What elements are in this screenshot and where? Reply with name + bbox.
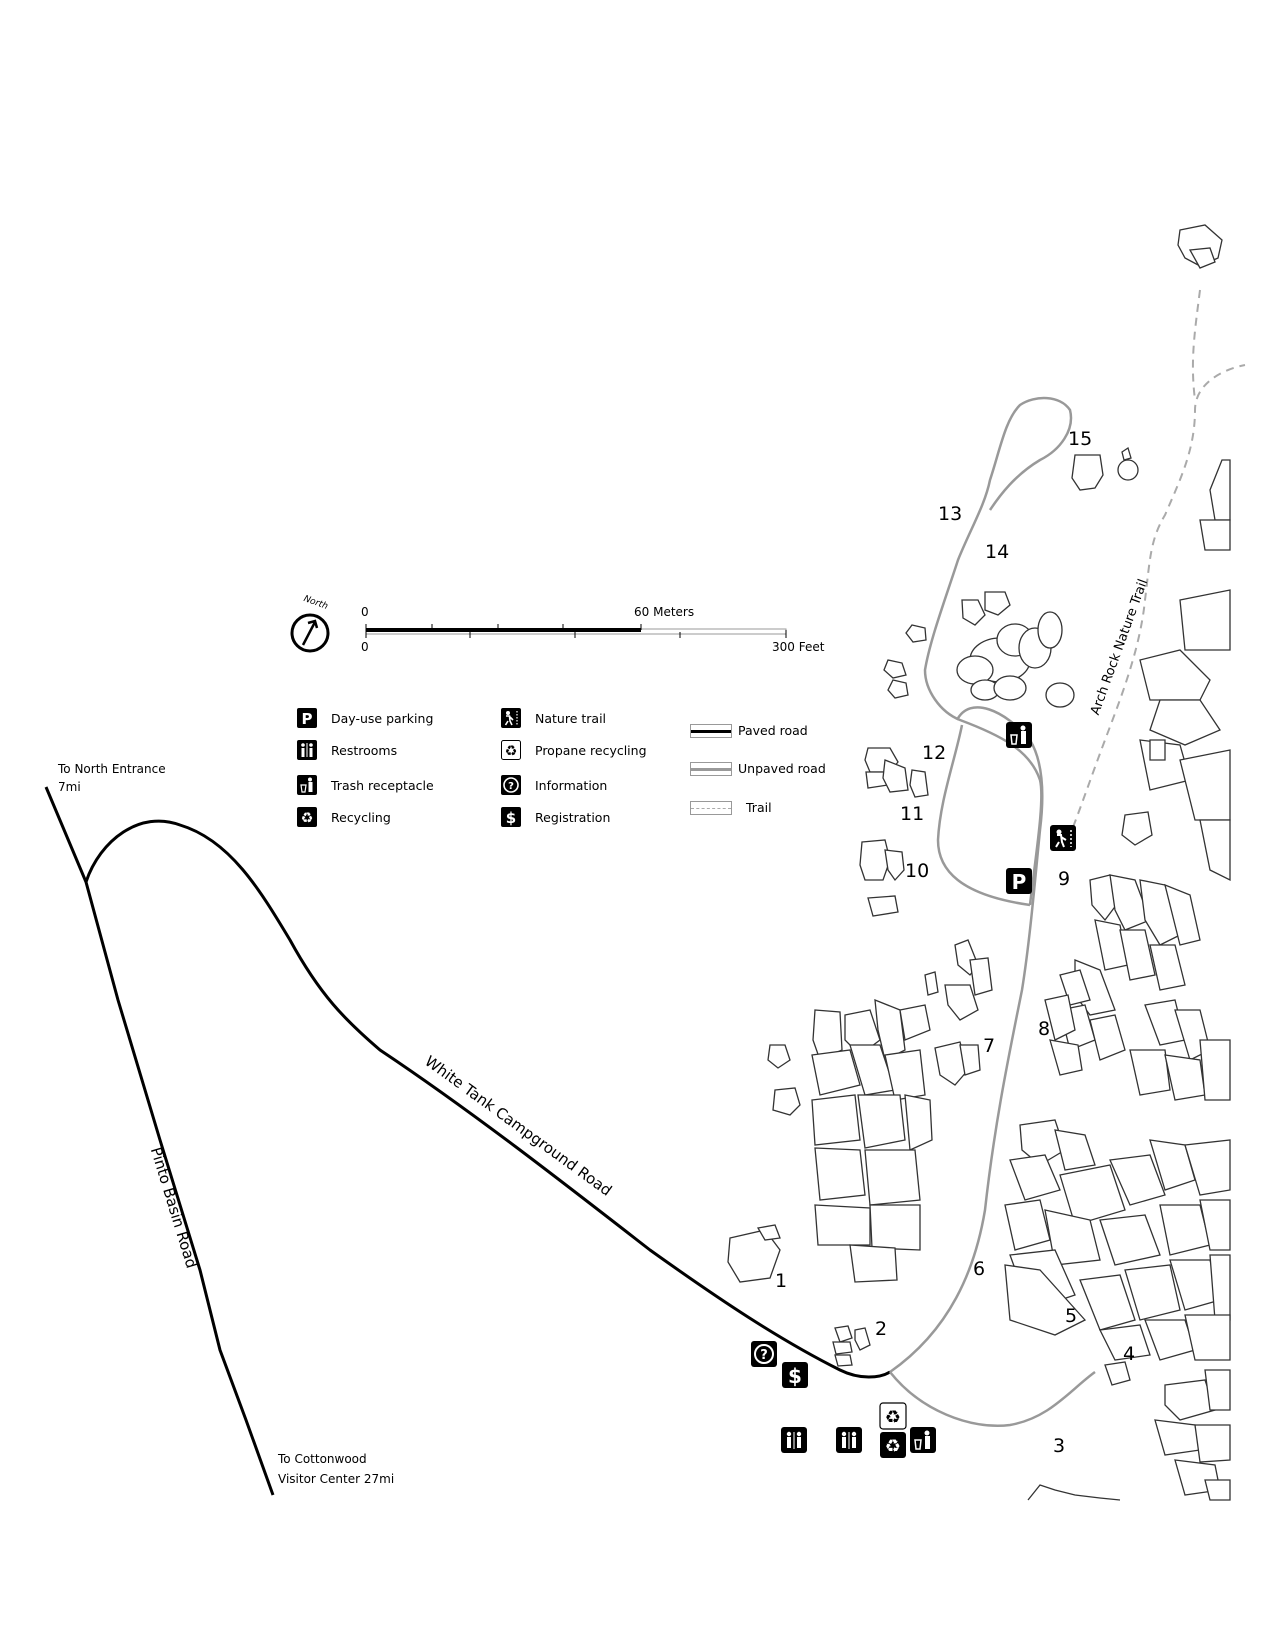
unpaved-road-loop <box>923 396 1073 906</box>
nature-trail-icon <box>501 708 521 728</box>
svg-text:$: $ <box>506 809 516 827</box>
legend-label: Restrooms <box>331 742 398 758</box>
nature-trail-icon <box>1050 825 1076 851</box>
trail-swatch <box>690 800 732 815</box>
legend-label: Propane recycling <box>535 742 647 758</box>
legend-label: Day-use parking <box>331 710 434 726</box>
restrooms-icon <box>836 1427 862 1453</box>
legend-propane: ♻ Propane recycling <box>501 740 647 760</box>
scale-top-start: 0 <box>361 605 369 619</box>
campsite-7: 7 <box>983 1035 996 1057</box>
svg-text:P: P <box>1012 870 1027 894</box>
information-icon: ? <box>751 1341 777 1367</box>
legend-trail: Trail <box>690 800 772 815</box>
cottonwood-label: To Cottonwood <box>278 1452 367 1466</box>
unpaved-road-swatch <box>690 761 732 776</box>
legend-label: Trail <box>746 800 772 815</box>
legend-information: ? Information <box>501 775 607 795</box>
scale-bottom-end: 300 Feet <box>772 640 825 654</box>
legend-paved-road: Paved road <box>690 723 808 738</box>
svg-text:P: P <box>302 710 313 728</box>
scale-bottom-start: 0 <box>361 640 369 654</box>
scale-bar <box>365 624 787 638</box>
legend-label: Nature trail <box>535 710 607 726</box>
cottonwood-distance: Visitor Center 27mi <box>278 1472 395 1486</box>
white-tank-road <box>84 819 891 1379</box>
compass-icon <box>290 613 330 653</box>
trash-receptacle-icon <box>297 775 317 795</box>
unpaved-road-south <box>889 1370 1096 1427</box>
registration-icon: $ <box>782 1362 808 1388</box>
registration-icon: $ <box>501 807 521 827</box>
campsite-9: 9 <box>1058 868 1071 890</box>
north-entrance-distance: 7mi <box>58 780 81 794</box>
legend-unpaved-road: Unpaved road <box>690 761 826 776</box>
legend-restrooms: Restrooms <box>297 740 397 760</box>
svg-text:♻: ♻ <box>885 1407 901 1428</box>
legend-trash: Trash receptacle <box>297 775 434 795</box>
campsite-1: 1 <box>775 1270 788 1292</box>
campsite-15: 15 <box>1068 428 1093 450</box>
legend-label: Unpaved road <box>738 761 826 776</box>
trash-receptacle-icon <box>910 1427 936 1453</box>
svg-text:♻: ♻ <box>301 811 314 827</box>
legend-recycling: ♻ Recycling <box>297 807 391 827</box>
campsite-2: 2 <box>875 1318 888 1340</box>
legend-registration: $ Registration <box>501 807 610 827</box>
campsite-6: 6 <box>973 1258 986 1280</box>
rock-formations <box>727 224 1231 1501</box>
pinto-basin-road <box>44 786 275 1496</box>
propane-recycling-icon: ♻ <box>879 1402 907 1430</box>
north-entrance-label: To North Entrance <box>58 762 166 776</box>
paved-road-swatch <box>690 723 732 738</box>
campsite-14: 14 <box>985 541 1010 563</box>
restrooms-icon <box>297 740 317 760</box>
map-icons: P ? $ ♻ <box>751 722 1076 1458</box>
campsite-12: 12 <box>922 742 947 764</box>
svg-text:♻: ♻ <box>505 744 518 760</box>
legend-label: Registration <box>535 809 611 825</box>
campsite-11: 11 <box>900 803 925 825</box>
campsite-3: 3 <box>1053 1435 1066 1457</box>
arch-rock-trail-path <box>1067 289 1246 841</box>
campsite-13: 13 <box>938 503 963 525</box>
recycling-icon: ♻ <box>297 807 317 827</box>
legend-label: Recycling <box>331 809 391 825</box>
legend-label: Paved road <box>738 723 808 738</box>
restrooms-icon <box>781 1427 807 1453</box>
svg-text:?: ? <box>760 1348 768 1363</box>
campsite-5: 5 <box>1065 1305 1078 1327</box>
trash-receptacle-icon <box>1006 722 1032 748</box>
unpaved-road-inner <box>936 724 1031 907</box>
legend-label: Trash receptacle <box>331 777 434 793</box>
information-icon: ? <box>501 775 521 795</box>
campsite-8: 8 <box>1038 1018 1051 1040</box>
parking-icon: P <box>1006 868 1032 894</box>
recycling-icon: ♻ <box>880 1432 906 1458</box>
legend-parking: P Day-use parking <box>297 708 433 728</box>
legend-nature-trail: Nature trail <box>501 708 606 728</box>
propane-recycling-icon: ♻ <box>501 740 521 760</box>
campsite-10: 10 <box>905 860 930 882</box>
parking-icon: P <box>297 708 317 728</box>
scale-top-end: 60 Meters <box>634 605 695 619</box>
legend-label: Information <box>535 777 608 793</box>
campsite-4: 4 <box>1123 1343 1136 1365</box>
svg-text:♻: ♻ <box>885 1436 901 1457</box>
svg-text:$: $ <box>788 1364 802 1388</box>
svg-text:?: ? <box>508 781 514 792</box>
